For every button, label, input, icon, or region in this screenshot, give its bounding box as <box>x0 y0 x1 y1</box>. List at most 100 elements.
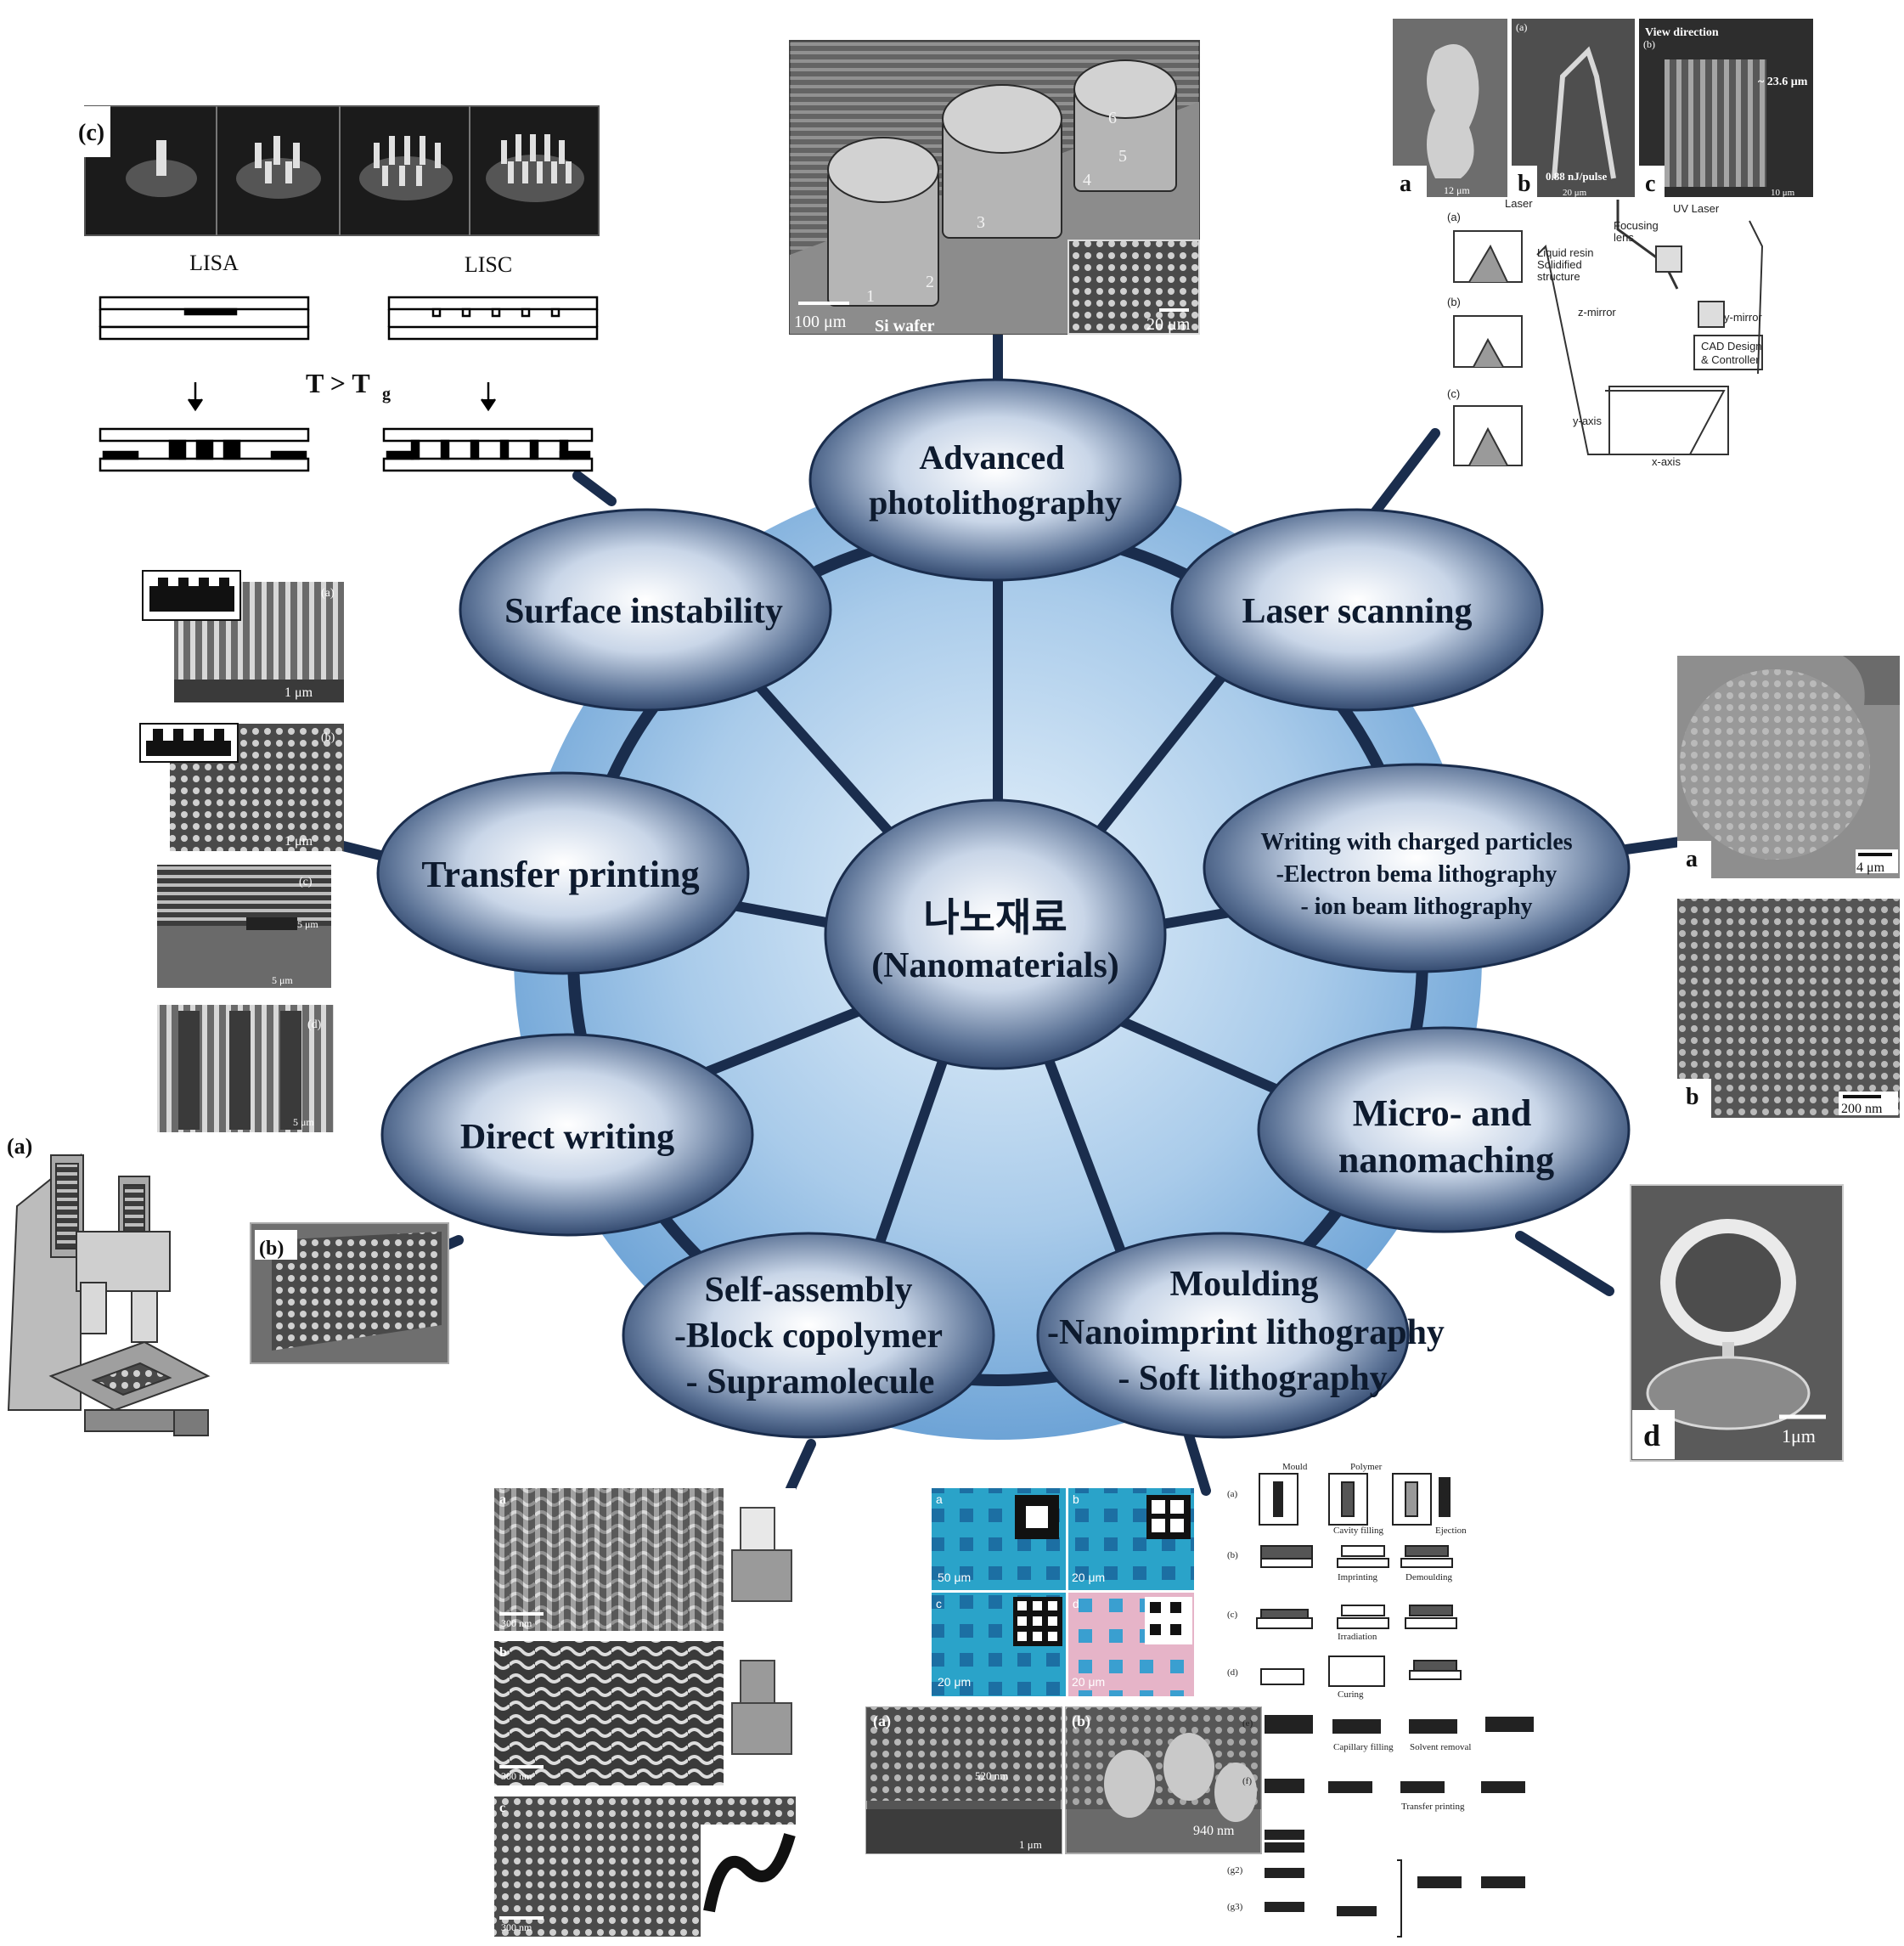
process-tag: (g3) <box>1227 1902 1243 1912</box>
scheme-label: x-axis <box>1652 455 1681 468</box>
process-label: Demoulding <box>1405 1572 1452 1582</box>
scale-bar-label: 300 nm <box>501 1770 532 1782</box>
sem-tag: (b) <box>1072 1712 1090 1730</box>
step-number: 4 <box>1083 171 1091 189</box>
process-label: Cavity filling <box>1333 1526 1383 1536</box>
node-charged-particles: Writing with charged particles -Electron… <box>1203 763 1631 973</box>
image-self-assembly: a 300 nm b 300 nm c 300 nm <box>494 1488 796 1937</box>
step-number: 6 <box>1108 109 1117 127</box>
process-label: Transfer printing <box>1401 1802 1465 1812</box>
scale-bar-label: 5 μm <box>272 974 293 986</box>
image-laser-sem: a b c View direction 0.88 nJ/pulse ~ 23.… <box>1393 19 1813 198</box>
image-transfer-printing: (a) 1 μm (b) 1 μm (c) 5 μm 5 μm (d) 5 μm <box>139 570 344 1132</box>
scale-bar-label: 20 μm <box>1072 1571 1105 1584</box>
panel-tag: (d) <box>307 1018 322 1031</box>
height-label: ~ 23.6 μm <box>1758 76 1808 88</box>
image-photolithography: 1 2 3 4 5 6 100 μm Si wafer 20 μm <box>789 40 1200 336</box>
node-laser-scanning: Laser scanning <box>1170 508 1544 712</box>
process-label: Ejection <box>1435 1526 1467 1536</box>
process-label: Imprinting <box>1338 1572 1378 1582</box>
step-number: 3 <box>977 213 985 232</box>
node-label-line: Moulding <box>1169 1265 1318 1304</box>
scale-bar-label: 50 μm <box>938 1571 971 1584</box>
node-label-line: - Soft lithography <box>1118 1359 1387 1398</box>
scheme-label: y-mirror <box>1724 311 1762 324</box>
panel-tag: (a) <box>321 587 335 600</box>
process-tag: (g2) <box>1227 1865 1243 1875</box>
panel-tag: (c) <box>78 120 104 146</box>
image-moulding: a b c d 50 μm 20 μm 20 μm 20 μm (a) 520 … <box>865 1462 1534 1938</box>
node-label-line: Transfer printing <box>421 854 699 895</box>
scale-bar-label: 20 μm <box>1072 1675 1105 1689</box>
condition-subscript: g <box>382 385 391 403</box>
image-laser-scheme: Laser Liquid resin Solidified structure … <box>1444 197 1809 480</box>
node-moulding: Moulding -Nanoimprint lithography - Soft… <box>1036 1232 1445 1439</box>
panel-tag: a <box>1686 846 1698 872</box>
label-lisc: LISC <box>465 252 512 277</box>
process-tag: (d) <box>1227 1667 1238 1678</box>
node-label-line: Writing with charged particles <box>1260 829 1572 855</box>
node-transfer-printing: Transfer printing <box>376 771 750 975</box>
label-lisa: LISA <box>189 251 239 275</box>
panel-tag: (a) <box>7 1134 32 1159</box>
image-direct-writing: (a) (b) <box>7 1134 449 1436</box>
process-tag: (c) <box>1227 1610 1238 1620</box>
panel-tag: (c) <box>299 876 313 888</box>
panel-tag: b <box>1073 1492 1079 1506</box>
scheme-tag: (b) <box>1447 296 1461 308</box>
scale-bar-label: 300 nm <box>501 1617 532 1629</box>
inset-scale-label: 20 μm <box>1146 315 1191 334</box>
node-label-line: Direct writing <box>460 1118 674 1157</box>
process-tag: (e) <box>1242 1718 1253 1729</box>
process-label: Polymer <box>1350 1462 1383 1472</box>
center-title-korean: 나노재료 <box>923 894 1067 940</box>
scheme-label: Laser <box>1505 197 1533 210</box>
process-tag: (b) <box>1227 1550 1238 1560</box>
scale-bar-label: 100 μm <box>794 313 847 331</box>
scheme-label: UV Laser <box>1673 202 1720 215</box>
scheme-label: & Controller <box>1701 353 1760 366</box>
node-label-line: Micro- and <box>1353 1092 1532 1134</box>
node-label-line: -Block copolymer <box>674 1317 943 1356</box>
process-label: Curing <box>1338 1689 1364 1700</box>
panel-tag: b <box>1518 171 1531 197</box>
scheme-label: z-mirror <box>1578 306 1616 319</box>
node-label-line: nanomaching <box>1338 1139 1554 1181</box>
center-title-english: (Nanomaterials) <box>871 946 1119 985</box>
scale-bar-label: 5 μm <box>297 918 318 930</box>
step-number: 2 <box>926 273 934 291</box>
scheme-label: structure <box>1537 270 1580 283</box>
node-label-line: - ion beam lithography <box>1300 894 1532 920</box>
sem-tag: (a) <box>873 1712 891 1730</box>
scale-bar-label: 12 μm <box>1444 184 1470 196</box>
process-label: Irradiation <box>1338 1632 1377 1642</box>
scheme-label: lens <box>1614 231 1634 244</box>
node-label-line: Advanced <box>919 438 1064 477</box>
node-label-line: Surface instability <box>504 592 783 631</box>
step-number: 1 <box>866 287 875 306</box>
scale-bar-label: 1μm <box>1782 1425 1816 1447</box>
view-direction-label: View direction <box>1645 26 1719 39</box>
scheme-label: y-axis <box>1573 415 1602 427</box>
node-micro-nano-machining: Micro- and nanomaching <box>1257 1026 1631 1233</box>
panel-tag: a <box>1400 171 1411 197</box>
scheme-label: Liquid resin <box>1537 246 1594 259</box>
scale-bar-label: 10 μm <box>1771 188 1795 198</box>
pulse-label: 0.88 nJ/pulse <box>1546 170 1607 183</box>
node-label-line: Self-assembly <box>705 1271 913 1310</box>
panel-tag: d <box>1073 1597 1079 1610</box>
node-direct-writing: Direct writing <box>380 1033 754 1237</box>
node-surface-instability: Surface instability <box>459 508 832 712</box>
process-label: Capillary filling <box>1333 1742 1394 1752</box>
panel-tag: d <box>1643 1419 1660 1452</box>
panel-tag: a <box>936 1492 943 1506</box>
node-advanced-photolithography: Advanced photolithography <box>808 378 1182 582</box>
scale-bar-label: 1 μm <box>284 834 313 849</box>
scale-bar-label: 4 μm <box>1856 860 1885 875</box>
scheme-tag: (c) <box>1447 387 1460 400</box>
scheme-label: Solidified <box>1537 258 1582 271</box>
panel-tag: b <box>499 1645 507 1660</box>
sub-tag: (a) <box>1516 21 1527 33</box>
image-charged-particles: a 4 μm b 200 nm <box>1677 656 1900 1118</box>
process-label: Solvent removal <box>1410 1742 1471 1752</box>
